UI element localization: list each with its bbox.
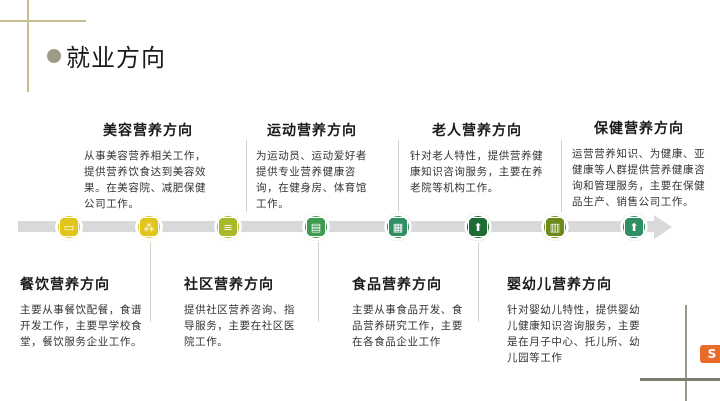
top-item-4: 保健营养方向 运营营养知识、为健康、亚健康等人群提供营养健康咨询和管理服务，主要… <box>572 118 706 210</box>
bottom-item-text: 针对婴幼儿特性，提供婴幼儿健康知识咨询服务，主要是在月子中心、托儿所、幼儿园等工… <box>507 304 641 364</box>
brand-logo-icon: S <box>700 345 720 363</box>
top-item-3: 老人营养方向 针对老人特性，提供营养健康知识咨询服务，主要在养老院等机构工作。 <box>410 120 544 196</box>
separator <box>246 140 247 212</box>
corner-line-vertical-bottom <box>685 305 687 401</box>
timeline-arrow-icon <box>654 215 672 239</box>
top-item-text: 运营营养知识、为健康、亚健康等人群提供营养健康咨询和管理服务，主要在保健品生产、… <box>572 148 706 208</box>
bottom-item-4: 婴幼儿营养方向 针对婴幼儿特性，提供婴幼儿健康知识咨询服务，主要是在月子中心、托… <box>507 274 641 366</box>
title-group: 就业方向 <box>47 38 166 73</box>
bottom-item-heading: 婴幼儿营养方向 <box>507 277 612 293</box>
bottom-item-text: 主要从事餐饮配餐，食谱开发工作，主要早学校食堂，餐饮服务企业工作。 <box>20 304 143 348</box>
document-icon: ▤ <box>302 213 330 241</box>
top-item-text: 从事美容营养相关工作，提供营养饮食达到美容效果。在美容院、减肥保健公司工作。 <box>84 150 207 210</box>
top-item-1: 美容营养方向 从事美容营养相关工作，提供营养饮食达到美容效果。在美容院、减肥保健… <box>84 120 212 212</box>
bottom-item-heading: 社区营养方向 <box>184 277 274 293</box>
box-icon: ⬆ <box>464 213 492 241</box>
upload-icon: ⬆ <box>620 213 648 241</box>
bottom-item-2: 社区营养方向 提供社区营养咨询、指导服务，主要在社区医院工作。 <box>184 274 302 350</box>
bottom-item-text: 主要从事食品开发、食品营养研究工作，主要在各食品企业工作 <box>352 304 463 348</box>
separator <box>398 140 399 212</box>
bottom-item-text: 提供社区营养咨询、指导服务，主要在社区医院工作。 <box>184 304 295 348</box>
page-title: 就业方向 <box>66 44 166 72</box>
separator <box>150 242 151 322</box>
database-icon: ≡ <box>214 213 242 241</box>
bottom-item-heading: 食品营养方向 <box>352 277 442 293</box>
separator <box>561 140 562 212</box>
top-item-2: 运动营养方向 为运动员、运动爱好者提供专业营养健康咨询，在健身房、体育馆工作。 <box>256 120 368 212</box>
separator <box>318 242 319 322</box>
top-item-heading: 运动营养方向 <box>267 123 357 139</box>
corner-line-vertical <box>27 0 29 92</box>
bottom-item-3: 食品营养方向 主要从事食品开发、食品营养研究工作，主要在各食品企业工作 <box>352 274 464 350</box>
monitor-icon: ▭ <box>55 213 83 241</box>
separator <box>478 242 479 322</box>
top-item-text: 为运动员、运动爱好者提供专业营养健康咨询，在健身房、体育馆工作。 <box>256 150 367 210</box>
bottom-item-1: 餐饮营养方向 主要从事餐饮配餐，食谱开发工作，主要早学校食堂，餐饮服务企业工作。 <box>20 274 144 350</box>
top-item-text: 针对老人特性，提供营养健康知识咨询服务，主要在养老院等机构工作。 <box>410 150 544 194</box>
building-icon: ▦ <box>384 213 412 241</box>
timeline-track <box>18 221 658 232</box>
title-bullet-icon <box>47 48 61 63</box>
top-item-heading: 老人营养方向 <box>432 123 522 139</box>
factory-icon: ▥ <box>541 213 569 241</box>
people-icon: ⁂ <box>135 213 163 241</box>
bottom-item-heading: 餐饮营养方向 <box>20 277 110 293</box>
top-item-heading: 美容营养方向 <box>103 123 193 139</box>
top-item-heading: 保健营养方向 <box>594 121 684 137</box>
corner-line-horizontal <box>0 20 86 22</box>
corner-line-horizontal-bottom <box>640 378 720 381</box>
